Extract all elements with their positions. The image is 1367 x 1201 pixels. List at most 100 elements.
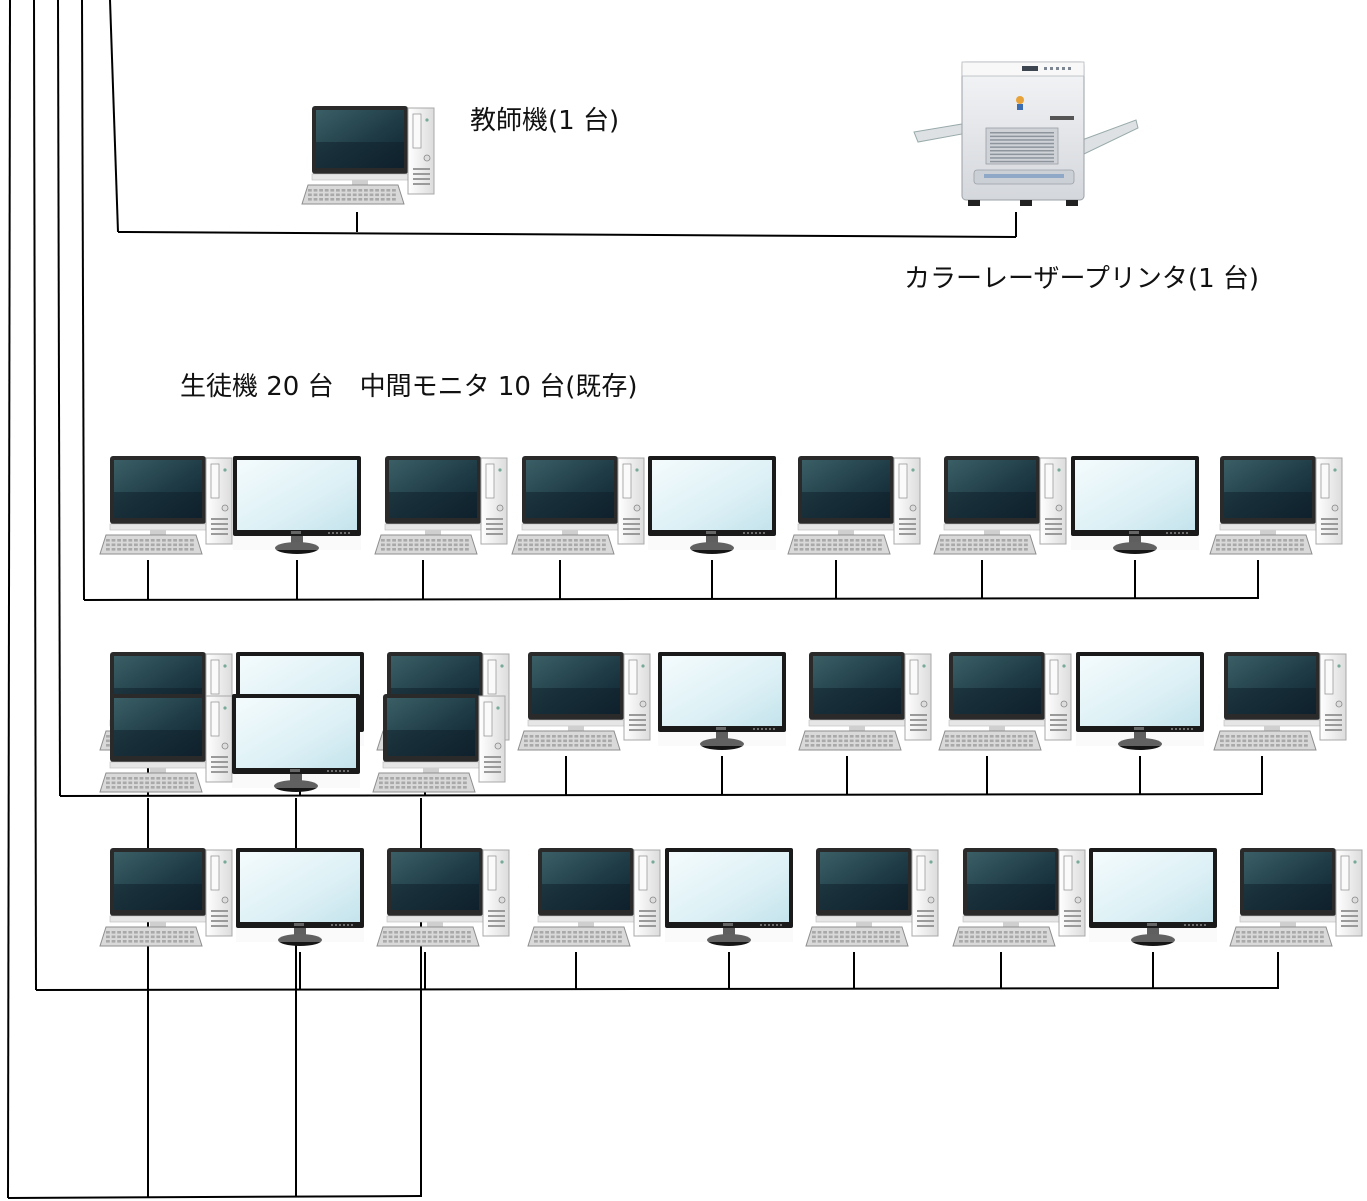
key	[945, 744, 949, 747]
key	[529, 735, 534, 738]
monitor-chin	[962, 915, 1060, 923]
key	[1292, 739, 1297, 743]
key	[167, 543, 172, 547]
key	[330, 193, 335, 197]
tower-vent	[1045, 528, 1062, 530]
key	[1248, 739, 1252, 743]
key	[156, 935, 161, 939]
key	[324, 193, 329, 197]
key	[981, 931, 986, 934]
key	[162, 931, 166, 934]
key	[429, 781, 434, 785]
key	[308, 198, 312, 201]
trunk-line-3	[57, 0, 61, 797]
key	[461, 940, 466, 943]
tower-vent	[623, 518, 640, 520]
key	[134, 777, 138, 780]
monitor-button	[1178, 532, 1180, 534]
key	[1029, 739, 1033, 743]
key	[190, 548, 194, 551]
key	[409, 543, 413, 547]
key	[574, 543, 578, 547]
student-pc-r1-c3	[374, 456, 508, 555]
power-button	[1055, 504, 1063, 512]
key	[134, 935, 138, 939]
key	[1320, 935, 1324, 939]
student-pc-r4-c3	[372, 694, 506, 793]
monitor-button	[772, 924, 774, 926]
key	[574, 548, 578, 551]
key	[111, 777, 116, 780]
key	[1007, 539, 1011, 542]
key	[591, 735, 595, 738]
key	[139, 940, 144, 943]
key	[872, 744, 876, 747]
key	[1220, 735, 1224, 738]
key	[1023, 744, 1028, 747]
key	[139, 543, 144, 547]
key	[834, 935, 839, 939]
key	[799, 548, 804, 551]
key	[1292, 935, 1296, 939]
key	[1320, 931, 1324, 934]
key	[821, 739, 826, 743]
key	[397, 548, 402, 551]
key	[568, 548, 573, 551]
key	[833, 739, 837, 743]
tower-vent	[1325, 719, 1342, 721]
monitor-logo	[706, 531, 716, 534]
tower-vent	[629, 719, 646, 721]
key	[1264, 744, 1269, 747]
monitor-button	[1166, 532, 1168, 534]
screen	[240, 852, 360, 922]
key	[190, 935, 194, 939]
key	[1270, 744, 1275, 747]
key	[602, 735, 607, 738]
key	[167, 777, 172, 780]
key	[128, 786, 133, 789]
key	[855, 548, 860, 551]
tower-vent	[211, 925, 228, 927]
key	[1236, 735, 1241, 738]
key	[590, 543, 595, 547]
printer-foot	[1066, 200, 1078, 206]
monitor-neck	[856, 922, 872, 927]
monitor-base	[690, 542, 734, 554]
key	[128, 935, 133, 939]
key	[956, 735, 960, 738]
tower-vent	[484, 771, 501, 773]
key	[1249, 539, 1254, 542]
key	[111, 935, 116, 939]
screen	[1093, 852, 1213, 922]
key	[411, 935, 415, 939]
monitor-neck	[1280, 922, 1296, 927]
key	[407, 786, 411, 789]
student-pc-r1-c6	[787, 456, 921, 555]
key	[134, 931, 138, 934]
student-pc-r1-c7	[933, 456, 1067, 555]
key	[1294, 548, 1299, 551]
monitor-chin	[815, 915, 913, 923]
drive-bay	[1044, 463, 1054, 499]
student-pc-r3-c7	[952, 848, 1086, 947]
key	[962, 548, 967, 551]
key	[401, 786, 406, 789]
key	[855, 539, 860, 542]
power-led	[1333, 468, 1337, 472]
key	[1281, 735, 1286, 738]
key	[1314, 935, 1319, 939]
monitor-button	[335, 770, 337, 772]
monitor-logo	[1134, 727, 1144, 730]
key	[1298, 744, 1303, 747]
monitor-logo	[1147, 923, 1157, 926]
key	[416, 935, 421, 939]
tower-vent	[629, 729, 646, 731]
key	[998, 931, 1002, 934]
key	[1304, 735, 1308, 738]
key	[455, 931, 460, 934]
key	[313, 189, 318, 192]
key	[845, 935, 850, 939]
key	[433, 931, 438, 934]
key	[1012, 744, 1016, 747]
key	[173, 935, 177, 939]
